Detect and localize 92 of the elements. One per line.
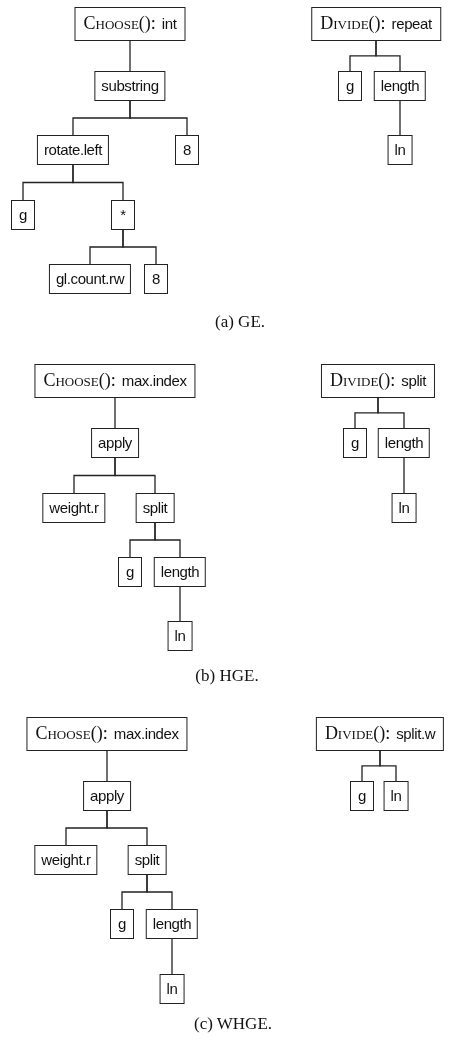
tree-node-box bbox=[338, 71, 362, 101]
node-label: gl.count.rw bbox=[55, 270, 125, 288]
function-header-box bbox=[34, 364, 196, 398]
tree-connector bbox=[106, 750, 108, 782]
tree-connector bbox=[403, 457, 405, 494]
tree-connector bbox=[129, 40, 131, 72]
tree-node-box bbox=[145, 909, 199, 939]
node-label: length bbox=[380, 77, 420, 95]
node-label: g bbox=[358, 787, 366, 805]
function-header-box bbox=[320, 364, 436, 398]
node-label: length bbox=[152, 915, 192, 933]
tree-node-box bbox=[91, 428, 139, 458]
node-label: weight.r bbox=[41, 851, 91, 869]
tree-connector bbox=[154, 522, 181, 558]
node-label: g bbox=[118, 915, 126, 933]
node-label: ln bbox=[166, 980, 178, 998]
tree-node-box bbox=[48, 264, 132, 294]
function-name: Choose(): bbox=[35, 724, 108, 744]
tree-connector bbox=[379, 750, 397, 782]
node-label: g bbox=[126, 563, 134, 581]
node-label: split bbox=[401, 372, 427, 390]
tree-node-box bbox=[383, 781, 409, 811]
tree-node-box bbox=[110, 909, 134, 939]
function-header-box bbox=[26, 717, 188, 751]
node-label: 8 bbox=[183, 141, 191, 159]
node-label: length bbox=[384, 434, 424, 452]
tree-node-box bbox=[135, 493, 175, 523]
node-label: * bbox=[120, 206, 126, 224]
tree-connector bbox=[114, 397, 116, 429]
tree-node-box bbox=[118, 557, 142, 587]
node-label: split bbox=[134, 851, 160, 869]
tree-connector bbox=[375, 40, 401, 72]
node-label: weight.r bbox=[49, 499, 99, 517]
function-name: Choose(): bbox=[43, 371, 116, 391]
function-header-box bbox=[311, 7, 441, 41]
tree-node-box bbox=[127, 845, 167, 875]
function-name: Divide(): bbox=[320, 14, 386, 34]
tree-node-box bbox=[387, 135, 413, 165]
tree-node-box bbox=[377, 428, 431, 458]
subfigure-caption: (c) WHGE. bbox=[194, 1014, 272, 1034]
node-label: g bbox=[351, 434, 359, 452]
tree-node-box bbox=[343, 428, 367, 458]
function-name: Divide(): bbox=[324, 724, 391, 744]
node-label: max.index bbox=[121, 372, 187, 390]
tree-node-box bbox=[350, 781, 374, 811]
function-name: Divide(): bbox=[329, 371, 396, 391]
tree-node-box bbox=[34, 845, 98, 875]
tree-node-box bbox=[42, 493, 106, 523]
node-label: apply bbox=[90, 787, 124, 805]
node-label: substring bbox=[101, 77, 159, 95]
tree-connector bbox=[377, 397, 405, 429]
tree-connector bbox=[129, 100, 188, 136]
tree-node-box bbox=[83, 781, 131, 811]
node-label: max.index bbox=[113, 725, 179, 743]
tree-node-box bbox=[94, 71, 166, 101]
node-label: int bbox=[161, 15, 177, 33]
tree-connector bbox=[114, 457, 156, 494]
tree-connector bbox=[171, 938, 173, 975]
subfigure-caption: (a) GE. bbox=[215, 312, 265, 332]
function-header-box bbox=[74, 7, 186, 41]
tree-node-box bbox=[159, 974, 185, 1004]
subfigure-caption: (b) HGE. bbox=[195, 666, 259, 686]
node-label: g bbox=[346, 77, 354, 95]
tree-connector bbox=[106, 810, 148, 846]
tree-node-box bbox=[175, 135, 199, 165]
tree-node-box bbox=[36, 135, 110, 165]
tree-connector bbox=[146, 874, 173, 910]
function-header-box bbox=[315, 717, 445, 751]
tree-node-box bbox=[373, 71, 427, 101]
node-label: ln bbox=[398, 499, 410, 517]
function-name: Choose(): bbox=[83, 14, 156, 34]
node-label: ln bbox=[390, 787, 402, 805]
tree-node-box bbox=[144, 264, 168, 294]
tree-node-box bbox=[11, 200, 35, 230]
node-label: apply bbox=[98, 434, 132, 452]
node-label: ln bbox=[174, 627, 186, 645]
tree-connector bbox=[122, 229, 157, 265]
tree-connector bbox=[72, 164, 124, 201]
node-label: split bbox=[142, 499, 168, 517]
tree-connector bbox=[399, 100, 401, 136]
node-label: 8 bbox=[152, 270, 160, 288]
node-label: g bbox=[19, 206, 27, 224]
tree-node-box bbox=[167, 621, 193, 651]
tree-node-box bbox=[111, 200, 135, 230]
node-label: split.w bbox=[396, 725, 436, 743]
node-label: length bbox=[160, 563, 200, 581]
tree-connector bbox=[179, 586, 181, 622]
node-label: ln bbox=[394, 141, 406, 159]
tree-node-box bbox=[153, 557, 207, 587]
tree-node-box bbox=[391, 493, 417, 523]
node-label: repeat bbox=[391, 15, 432, 33]
node-label: rotate.left bbox=[43, 141, 103, 159]
